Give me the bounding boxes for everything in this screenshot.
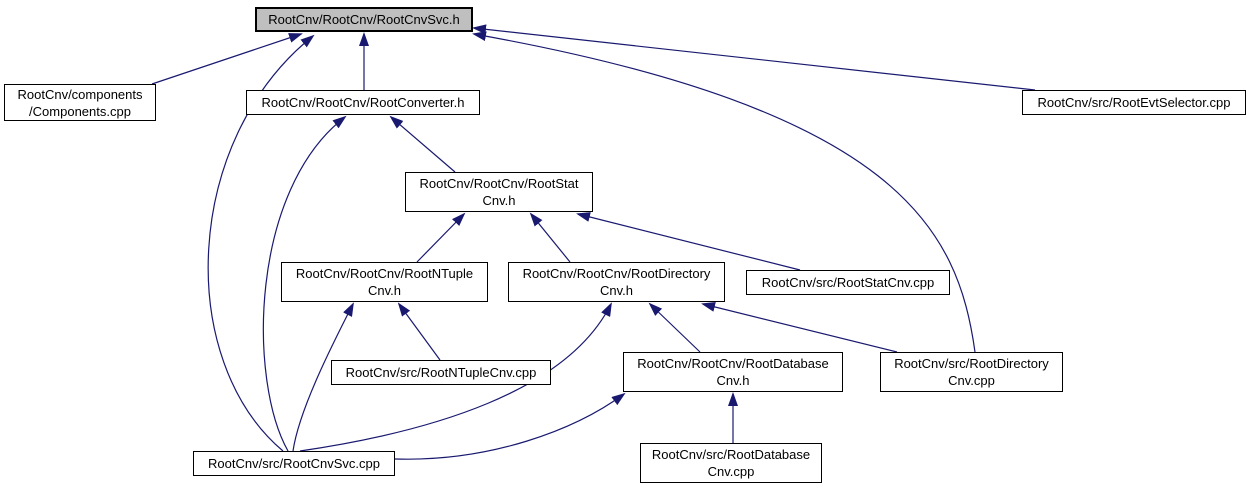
node-label: RootCnv/components — [17, 86, 143, 102]
edge-rootdatabasecnv-h-to-rootdirectorycnv-h — [648, 302, 701, 353]
edge-rootcnvsvc-cpp-to-rootdirectorycnv-h — [299, 302, 612, 452]
node-label: RootCnv/RootCnv/RootCnvSvc.h — [268, 12, 460, 27]
node-rootconverter-h[interactable]: RootCnv/RootCnv/RootConverter.h — [246, 90, 480, 115]
edge-rootdirectorycnv-cpp-to-rootcnvsvc-h — [472, 31, 976, 353]
node-rootcnvsvc-h[interactable]: RootCnv/RootCnv/RootCnvSvc.h — [255, 7, 473, 32]
node-label: RootCnv/RootCnv/RootStat — [419, 176, 579, 191]
edge-rootcnvsvc-cpp-to-rootcnvsvc-h — [207, 34, 315, 452]
node-rootntuplecnv-cpp[interactable]: RootCnv/src/RootNTupleCnv.cpp — [331, 360, 551, 385]
node-label: Cnv.cpp — [707, 464, 755, 479]
node-label: RootCnv/RootCnv/RootDirectory — [522, 266, 711, 281]
node-label: RootCnv/src/RootStatCnv.cpp — [761, 275, 935, 290]
edge-rootstatcnv-h-to-rootconverter-h — [389, 115, 456, 173]
node-rootstatcnv-cpp[interactable]: RootCnv/src/RootStatCnv.cpp — [746, 270, 950, 295]
edge-components-cpp-to-rootcnvsvc-h — [151, 33, 303, 85]
edge-rootdirectorycnv-h-to-rootstatcnv-h — [529, 212, 571, 263]
node-label: Cnv.h — [368, 283, 401, 298]
node-rootevtselector-cpp[interactable]: RootCnv/src/RootEvtSelector.cpp — [1022, 90, 1246, 115]
node-label: RootCnv/RootCnv/RootNTuple — [295, 266, 474, 281]
node-label: Cnv.cpp — [948, 373, 995, 388]
node-label: RootCnv/src/RootEvtSelector.cpp — [1037, 95, 1231, 110]
node-label: Cnv.h — [600, 283, 633, 298]
node-label: RootCnv/src/RootNTupleCnv.cpp — [345, 365, 537, 380]
node-rootdatabasecnv-cpp[interactable]: RootCnv/src/RootDatabase Cnv.cpp — [640, 443, 822, 483]
edge-rootstatcnv-cpp-to-rootstatcnv-h — [576, 212, 801, 271]
node-rootdatabasecnv-h[interactable]: RootCnv/RootCnv/RootDatabase Cnv.h — [623, 352, 843, 392]
node-rootstatcnv-h[interactable]: RootCnv/RootCnv/RootStat Cnv.h — [405, 172, 593, 212]
edge-rootcnvsvc-cpp-to-rootconverter-h — [262, 115, 347, 452]
node-label: Cnv.h — [482, 193, 516, 208]
node-label: RootCnv/src/RootDirectory — [894, 356, 1049, 371]
edge-rootcnvsvc-cpp-to-rootntuplecnv-h — [292, 302, 354, 452]
node-rootntuplecnv-h[interactable]: RootCnv/RootCnv/RootNTuple Cnv.h — [281, 262, 488, 302]
node-label: /Components.cpp — [29, 103, 131, 119]
edge-rootdirectorycnv-cpp-to-rootdirectorycnv-h — [701, 302, 898, 353]
node-label: RootCnv/RootCnv/RootConverter.h — [261, 95, 465, 110]
node-rootdirectorycnv-h[interactable]: RootCnv/RootCnv/RootDirectory Cnv.h — [508, 262, 725, 302]
node-rootdirectorycnv-cpp[interactable]: RootCnv/src/RootDirectory Cnv.cpp — [880, 352, 1063, 392]
edge-rootntuplecnv-h-to-rootstatcnv-h — [416, 212, 466, 263]
node-label: RootCnv/RootCnv/RootDatabase — [637, 356, 829, 371]
node-rootcnvsvc-cpp[interactable]: RootCnv/src/RootCnvSvc.cpp — [193, 451, 395, 476]
node-label: RootCnv/src/RootDatabase — [651, 447, 811, 462]
node-label: Cnv.h — [716, 373, 750, 388]
node-components-cpp[interactable]: RootCnv/components /Components.cpp — [4, 84, 156, 121]
edge-rootevtselector-cpp-to-rootcnvsvc-h — [472, 24, 1036, 91]
node-label: RootCnv/src/RootCnvSvc.cpp — [208, 456, 380, 471]
edge-rootntuplecnv-cpp-to-rootntuplecnv-h — [397, 302, 441, 361]
edge-rootcnvsvc-cpp-to-rootdatabasecnv-h — [394, 392, 626, 460]
